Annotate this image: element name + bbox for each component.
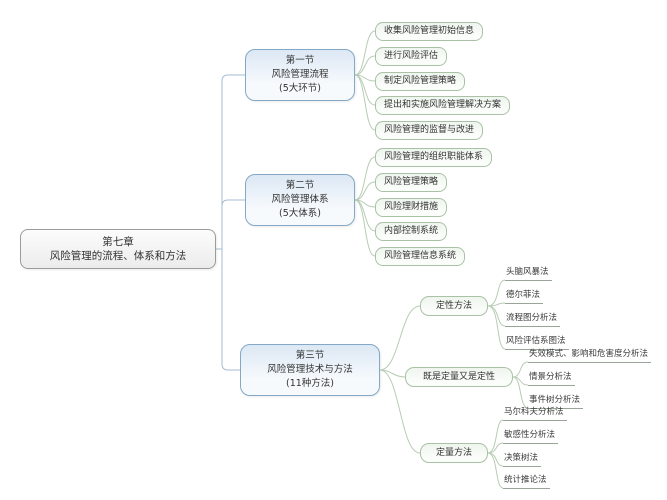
section-node-3[interactable]: 第三节 风险管理技术与方法 (11种方法) [240, 344, 380, 396]
connector-g3-l2 [487, 442, 504, 454]
subtopic-1-2[interactable]: 进行风险评估 [375, 47, 448, 66]
connector-g1-l1 [487, 279, 506, 307]
connector-trunk-section3 [221, 249, 240, 371]
section-1-note: (5大环节) [279, 83, 321, 95]
section-3-title: 第三节 [295, 349, 325, 361]
subtopic-1-5[interactable]: 风险管理的监督与改进 [375, 121, 484, 140]
connector-s3-g3 [379, 369, 421, 454]
method-both-1[interactable]: 失效模式、影响和危害度分析法 [528, 348, 652, 363]
section-1-title: 第一节 [285, 54, 315, 66]
section-2-note: (5大体系) [279, 208, 321, 220]
section-3-subtitle: 风险管理技术与方法 [267, 363, 353, 375]
connector-s2-l2 [354, 181, 376, 201]
section-2-subtitle: 风险管理体系 [271, 193, 329, 205]
section-3-note: (11种方法) [285, 378, 334, 390]
method-qualitative-1[interactable]: 头脑风暴法 [505, 266, 552, 281]
connector-s2-l1 [354, 156, 376, 201]
subtopic-1-4[interactable]: 提出和实施风险管理解决方案 [375, 96, 511, 115]
connector-g3-l1 [487, 419, 504, 454]
subtopic-2-1[interactable]: 风险管理的组织职能体系 [375, 148, 493, 167]
connector-g2-l1 [512, 361, 529, 378]
method-group-both[interactable]: 既是定量又是定性 [405, 367, 513, 387]
method-both-2[interactable]: 情景分析法 [528, 371, 575, 386]
method-group-qualitative[interactable]: 定性方法 [420, 296, 488, 316]
method-group-quantitative[interactable]: 定量方法 [420, 443, 488, 463]
method-quantitative-4[interactable]: 统计推论法 [503, 474, 550, 489]
connector-g1-l4 [487, 305, 506, 350]
connector-s3-g1 [379, 305, 421, 371]
connector-s2-l5 [354, 199, 376, 257]
subtopic-2-3[interactable]: 风险理财措施 [375, 198, 448, 217]
method-qualitative-4[interactable]: 风险评估系图法 [505, 335, 569, 350]
method-quantitative-2[interactable]: 敏感性分析法 [503, 429, 559, 444]
subtopic-2-2[interactable]: 风险管理策略 [375, 173, 448, 192]
subtopic-1-1[interactable]: 收集风险管理初始信息 [375, 22, 484, 41]
subtopic-1-3[interactable]: 制定风险管理策略 [375, 72, 466, 91]
method-qualitative-3[interactable]: 流程图分析法 [505, 312, 561, 327]
method-quantitative-1[interactable]: 马尔科夫分析法 [503, 406, 567, 421]
subtopic-2-5[interactable]: 风险管理信息系统 [375, 247, 466, 266]
method-qualitative-2[interactable]: 德尔菲法 [505, 289, 544, 304]
connector-s1-l5 [354, 74, 376, 131]
connector-s1-l1 [354, 30, 376, 76]
connector-g1-l2 [487, 302, 506, 307]
section-node-2[interactable]: 第二节 风险管理体系 (5大体系) [245, 174, 355, 226]
root-title-line2: 风险管理的流程、体系和方法 [49, 250, 187, 262]
section-2-title: 第二节 [285, 179, 315, 191]
section-node-1[interactable]: 第一节 风险管理流程 (5大环节) [245, 49, 355, 101]
connector-s1-l2 [354, 55, 376, 76]
section-1-subtitle: 风险管理流程 [271, 68, 329, 80]
connector-g2-l3 [512, 376, 529, 409]
connector-g3-l4 [487, 452, 504, 489]
method-both-3[interactable]: 事件树分析法 [528, 394, 584, 409]
connector-trunk-section1 [221, 74, 245, 249]
root-title-line1: 第七章 [102, 235, 134, 248]
method-quantitative-3[interactable]: 决策树法 [503, 452, 542, 467]
connector-trunk-section2 [221, 199, 245, 249]
subtopic-2-4[interactable]: 内部控制系统 [375, 222, 448, 241]
root-node[interactable]: 第七章 风险管理的流程、体系和方法 [20, 229, 216, 269]
